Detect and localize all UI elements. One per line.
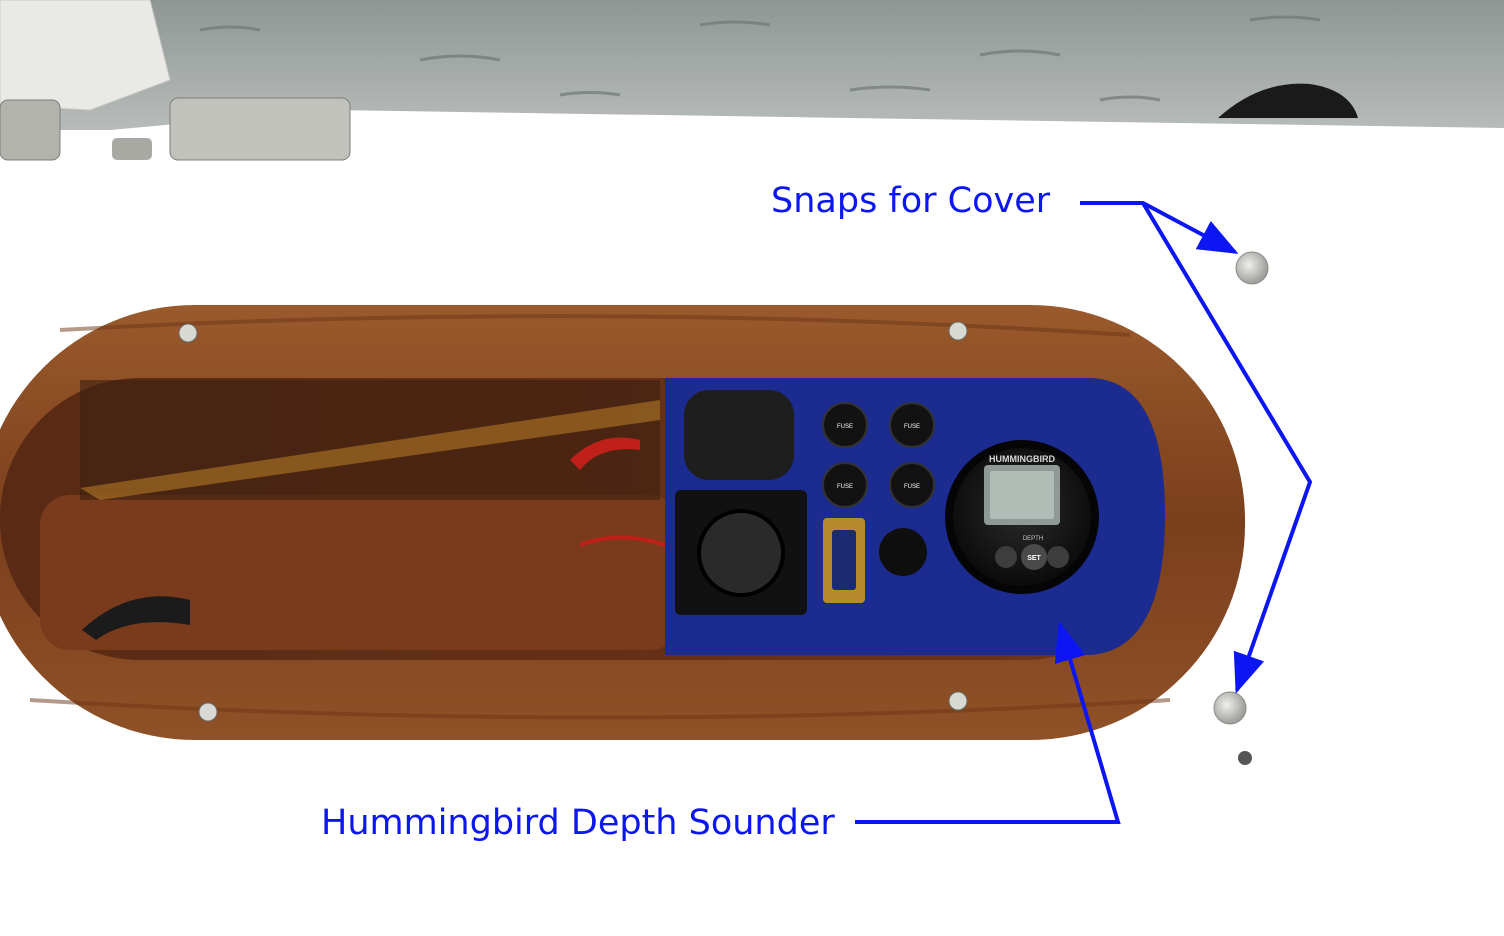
- cover-snaps: [1213, 251, 1269, 765]
- device-brand-label: HUMMINGBIRD: [989, 454, 1055, 464]
- fuse-holders: [822, 402, 935, 508]
- fuse-label-4: FUSE: [904, 484, 920, 490]
- device-mode-label: DEPTH: [1023, 536, 1043, 542]
- deck-hardware: [0, 0, 1358, 161]
- fuse-label-1: FUSE: [837, 424, 853, 430]
- fuse-label-2: FUSE: [904, 424, 920, 430]
- device-set-button-label: SET: [1027, 555, 1041, 562]
- instrument-panel: [570, 378, 1165, 655]
- depth-sounder-label: Hummingbird Depth Sounder: [321, 803, 835, 843]
- snaps-for-cover-label: Snaps for Cover: [771, 181, 1051, 221]
- annotation-arrows: [855, 201, 1313, 824]
- fuse-label-3: FUSE: [837, 484, 853, 490]
